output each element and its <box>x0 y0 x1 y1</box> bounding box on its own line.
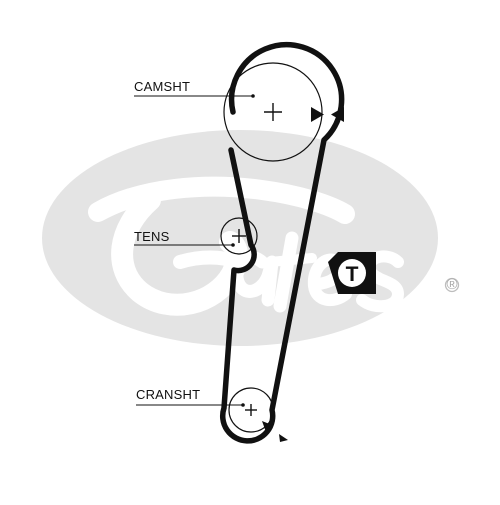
camshaft-label: CAMSHT <box>134 79 191 94</box>
camshaft-pulley <box>223 62 323 162</box>
triangle-pointer-icon <box>262 421 288 442</box>
tensioner-label: TENS <box>134 229 170 244</box>
t-badge-arrow-icon: T <box>328 252 376 294</box>
label-leader-dots <box>231 94 255 407</box>
crankshaft-pulley <box>228 387 274 433</box>
registered-mark: ® <box>444 276 460 293</box>
label-leader-lines <box>134 95 252 406</box>
registered-symbol: ® <box>446 276 457 293</box>
logo-script-lettering <box>88 176 404 316</box>
timing-belt <box>219 41 345 444</box>
tensioner-pulley <box>220 217 258 255</box>
crankshaft-label: CRANSHT <box>136 387 201 402</box>
double-triangle-arrows-icon <box>311 107 344 122</box>
tension-letter: T <box>346 263 359 286</box>
